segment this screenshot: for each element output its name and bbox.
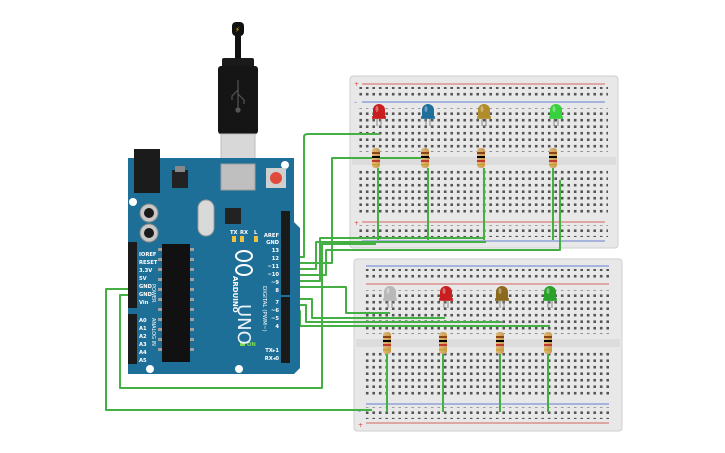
led-2[interactable] [439, 286, 453, 308]
l-led-label: L [254, 230, 258, 236]
pin-aref-label: AREF [264, 233, 280, 239]
svg-text:–: – [354, 99, 357, 106]
resistor [421, 148, 429, 168]
power-jack[interactable] [134, 149, 160, 193]
pin-a5-label: A5 [139, 358, 147, 364]
pin-a4-label: A4 [139, 350, 147, 356]
pin-9-label: ~9 [271, 280, 279, 286]
wire-pin9 [287, 237, 484, 282]
tx-led-label: TX [230, 230, 238, 236]
pin-4-label: 4 [275, 324, 279, 330]
resistor [477, 148, 485, 168]
pin-11-label: ~11 [267, 264, 279, 270]
led-4[interactable] [549, 104, 563, 126]
svg-text:+: + [354, 220, 359, 227]
svg-text:+: + [354, 81, 359, 88]
digital-header-bottom[interactable] [281, 297, 290, 363]
leds-bottom [383, 286, 557, 308]
pin-6-label: ~6 [271, 308, 279, 314]
pin-a1-label: A1 [139, 326, 147, 332]
pin-rx-label: RX◂0 [265, 356, 280, 362]
analog-header[interactable] [128, 314, 137, 364]
pin-a0-label: A0 [139, 318, 147, 324]
pin-a2-label: A2 [139, 334, 147, 340]
wires [105, 133, 561, 412]
svg-text:–: – [358, 408, 361, 415]
pin-gnd-label: GND [266, 240, 280, 246]
pin-8-label: 8 [275, 288, 279, 294]
led-1[interactable] [383, 286, 397, 308]
resistor [439, 332, 447, 354]
wire-pin13 [287, 133, 380, 258]
leds-top [372, 104, 563, 126]
pin-5v-label: 5V [139, 276, 147, 282]
breadboard-bottom[interactable]: – + [353, 258, 623, 432]
reset-button[interactable] [266, 168, 286, 188]
pin-gnd1-label: GND [139, 284, 153, 290]
wire-pin8 [287, 286, 390, 314]
power-header[interactable] [128, 242, 137, 308]
pin-vin-label: Vin [139, 300, 149, 306]
svg-text:⚡: ⚡ [235, 26, 240, 34]
svg-text:+: + [358, 422, 363, 429]
pin-5-label: ~5 [271, 316, 279, 322]
usb-cable[interactable]: ⚡ [218, 22, 258, 165]
digital-label: DIGITAL (PWM~) [261, 286, 267, 332]
pin-13-label: 13 [272, 248, 280, 254]
resistor [383, 332, 391, 354]
led-1[interactable] [372, 104, 386, 126]
resistor [544, 332, 552, 354]
power-label: POWER [150, 284, 156, 303]
pin-10-label: ~10 [267, 272, 279, 278]
resistors-bottom [383, 332, 552, 354]
digital-header-top[interactable] [281, 211, 290, 295]
resistor [496, 332, 504, 354]
pin-reset-label: RESET [139, 260, 158, 266]
resistor [372, 148, 380, 168]
resistors-top [372, 148, 557, 168]
wire-pin12 [287, 157, 430, 264]
arduino-logo-icon [235, 250, 253, 276]
pin-12-label: 12 [272, 256, 280, 262]
led-4[interactable] [543, 286, 557, 308]
analog-label: ANALOG IN [150, 318, 156, 346]
resistor [549, 148, 557, 168]
led-2[interactable] [421, 104, 435, 126]
arduino-uno[interactable]: TX RX L ON ARDUINO UNO DIGITAL (PWM~) PO… [128, 149, 300, 374]
usb-icon [231, 80, 245, 113]
pin-7-label: 7 [275, 300, 279, 306]
model-label: UNO [233, 304, 254, 345]
wire-pin11 [287, 241, 486, 270]
pin-tx-label: TX▸1 [265, 348, 279, 354]
rx-led-label: RX [240, 230, 248, 236]
wire-pin10 [287, 180, 561, 276]
wire-gnd-bottom [105, 288, 372, 411]
pin-ioref-label: IOREF [139, 252, 157, 258]
on-label: ON [247, 342, 256, 348]
pin-gnd2-label: GND [139, 292, 153, 298]
wire-gnd-top [119, 243, 376, 389]
pin-a3-label: A3 [139, 342, 147, 348]
led-3[interactable] [477, 104, 491, 126]
brand-label: ARDUINO [231, 276, 239, 313]
led-3[interactable] [495, 286, 509, 308]
pin-33v-label: 3.3V [139, 268, 152, 274]
